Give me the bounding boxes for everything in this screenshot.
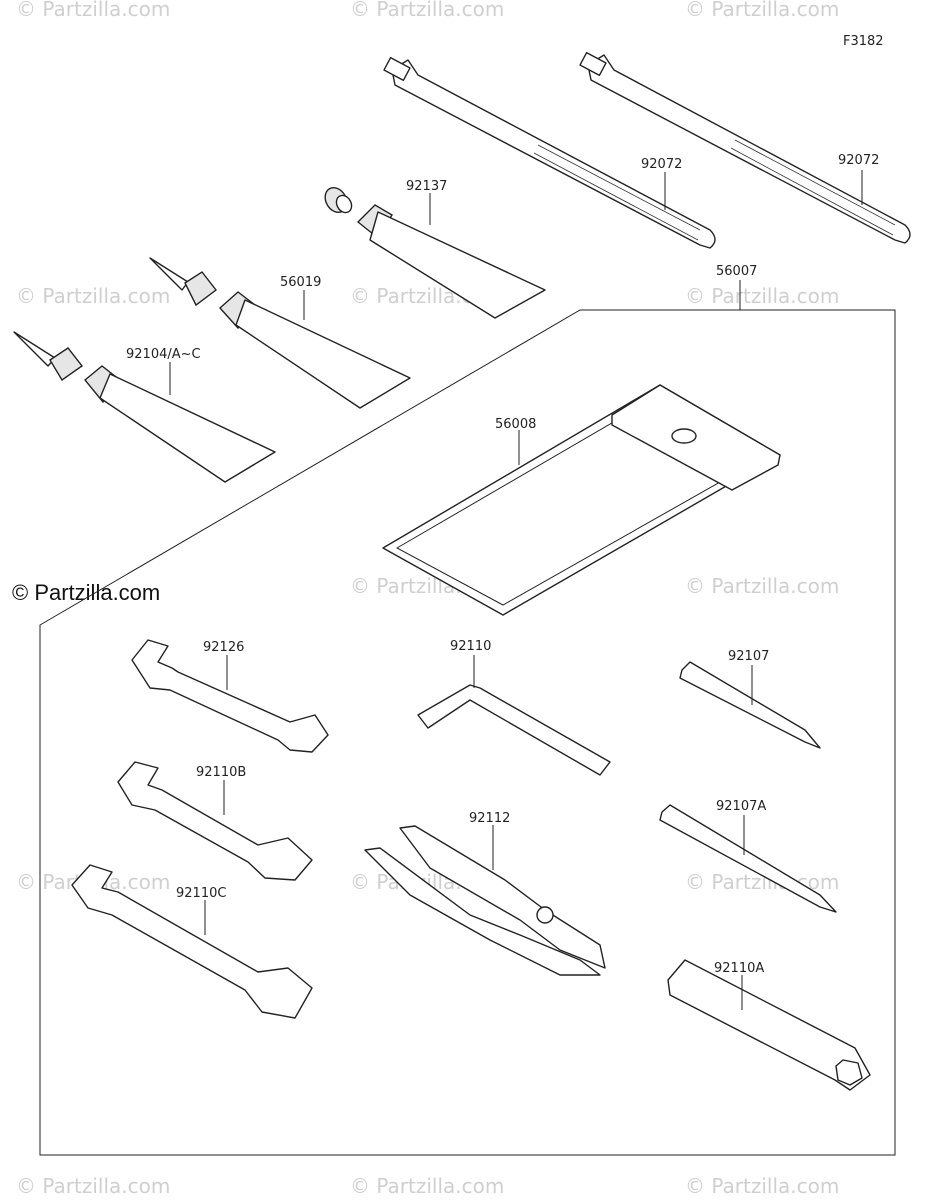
grease-tube-large: [13, 331, 276, 483]
grease-tube-mid: [149, 257, 411, 409]
label-92072-right: 92072: [838, 153, 879, 168]
label-92112: 92112: [469, 811, 510, 826]
label-56019: 56019: [280, 275, 321, 290]
wrench-92110c: [71, 864, 313, 1019]
label-92104: 92104/A~C: [126, 347, 201, 362]
watermark: © Partzilla.com: [685, 1174, 839, 1198]
label-92110a: 92110A: [714, 961, 764, 976]
watermark: © Partzilla.com: [16, 284, 170, 308]
watermark-main: © Partzilla.com: [12, 580, 160, 605]
watermarks: © Partzilla.com © Partzilla.com © Partzi…: [16, 0, 839, 1198]
watermark: © Partzilla.com: [16, 1174, 170, 1198]
label-92110b: 92110B: [196, 765, 246, 780]
label-92107: 92107: [728, 649, 769, 664]
watermark: © Partzilla.com: [350, 0, 504, 21]
figure-code: F3182: [843, 34, 884, 49]
cable-tie-left: [383, 56, 716, 249]
screwdriver-combination: [659, 804, 837, 913]
box-wrench: [667, 959, 871, 1091]
kit-outline: [39, 309, 896, 1156]
label-92072-left: 92072: [641, 157, 682, 172]
label-56007: 56007: [716, 264, 757, 279]
watermark: © Partzilla.com: [685, 0, 839, 21]
label-92110: 92110: [450, 639, 491, 654]
label-92110c: 92110C: [176, 886, 226, 901]
cable-tie-right: [579, 51, 911, 244]
watermark: © Partzilla.com: [685, 284, 839, 308]
hex-key: [417, 684, 611, 776]
watermark: © Partzilla.com: [685, 574, 839, 598]
wrench-92126: [131, 639, 329, 753]
grease-tube-small: [324, 186, 546, 319]
label-92107a: 92107A: [716, 799, 766, 814]
label-56008: 56008: [495, 417, 536, 432]
tool-pouch: [382, 384, 781, 616]
watermark: © Partzilla.com: [350, 1174, 504, 1198]
screwdriver-phillips: [679, 661, 821, 749]
watermark: © Partzilla.com: [16, 0, 170, 21]
label-92137: 92137: [406, 179, 447, 194]
label-92126: 92126: [203, 640, 244, 655]
pliers: [364, 825, 606, 976]
wrench-92110b: [117, 761, 313, 881]
